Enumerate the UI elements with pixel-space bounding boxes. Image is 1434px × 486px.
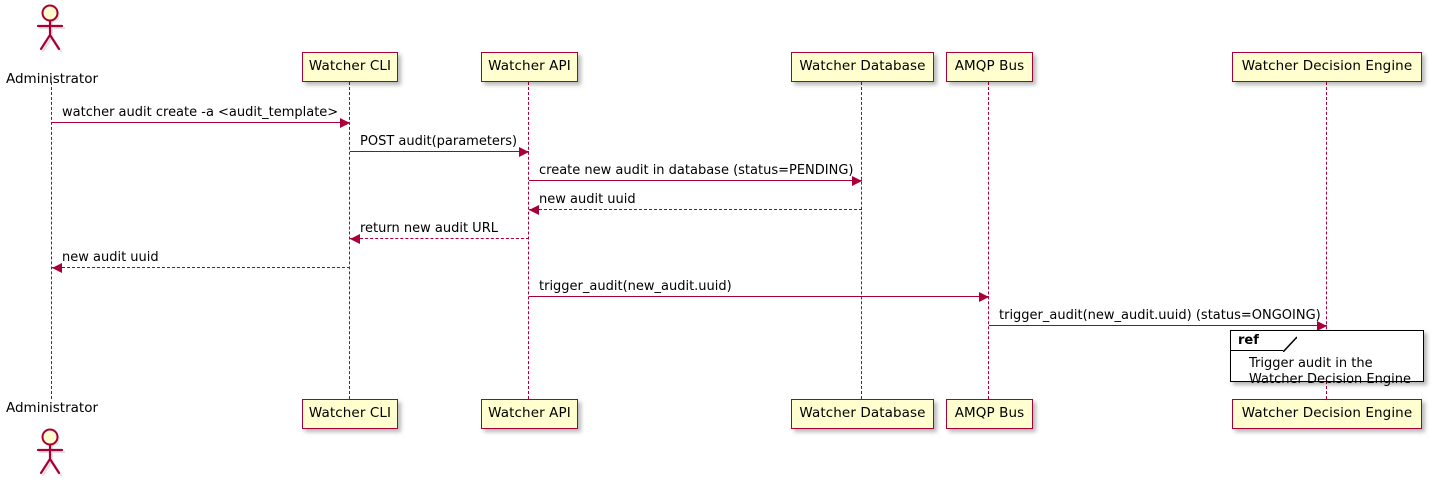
- message-arrowhead-1: [340, 117, 350, 128]
- participant-watcher-database-top[interactable]: Watcher Database: [791, 52, 934, 82]
- actor-administrator-bottom: [30, 428, 74, 477]
- ref-fragment-tab-corner: [1282, 331, 1298, 353]
- message-label-3: create new audit in database (status=PEN…: [539, 163, 854, 178]
- participant-watcher-api-bottom[interactable]: Watcher API: [481, 399, 578, 429]
- participant-label: Watcher Database: [799, 58, 926, 75]
- lifeline-watcher-api: [528, 82, 530, 399]
- actor-administrator: [30, 4, 74, 53]
- participant-watcher-decision-engine-top[interactable]: Watcher Decision Engine: [1232, 52, 1422, 82]
- lifeline-watcher-cli: [349, 82, 351, 399]
- message-label-8: trigger_audit(new_audit.uuid) (status=ON…: [999, 308, 1321, 323]
- participant-label: AMQP Bus: [954, 58, 1025, 75]
- participant-label: Watcher Decision Engine: [1241, 405, 1413, 422]
- message-line-1: [52, 122, 350, 123]
- participant-label: Watcher Database: [799, 405, 926, 422]
- participant-watcher-api-top[interactable]: Watcher API: [481, 52, 578, 82]
- participant-watcher-database-bottom[interactable]: Watcher Database: [791, 399, 934, 429]
- lifeline-watcher-decision-engine: [1326, 82, 1328, 399]
- message-arrowhead-5: [350, 233, 360, 244]
- lifeline-watcher-database: [861, 82, 863, 399]
- participant-label: Watcher CLI: [308, 405, 392, 422]
- actor-label-administrator-bottom: Administrator: [5, 400, 99, 416]
- message-label-7: trigger_audit(new_audit.uuid): [539, 279, 732, 294]
- message-label-5: return new audit URL: [360, 221, 498, 236]
- participant-amqp-bus-top[interactable]: AMQP Bus: [946, 52, 1033, 82]
- participant-watcher-cli-top[interactable]: Watcher CLI: [302, 52, 398, 82]
- message-arrowhead-7: [979, 291, 989, 302]
- participant-label: Watcher API: [488, 58, 571, 75]
- lifeline-amqp-bus: [988, 82, 990, 399]
- message-label-2: POST audit(parameters): [360, 134, 518, 149]
- lifeline-administrator: [51, 82, 53, 399]
- message-label-6: new audit uuid: [62, 250, 159, 265]
- message-arrowhead-8: [1317, 320, 1327, 331]
- message-line-2: [350, 151, 529, 152]
- actor-label-administrator-top: Administrator: [5, 71, 99, 87]
- ref-fragment-body: Trigger audit in the Watcher Decision En…: [1249, 356, 1411, 387]
- message-line-5: [350, 238, 529, 239]
- participant-watcher-cli-bottom[interactable]: Watcher CLI: [302, 399, 398, 429]
- message-label-1: watcher audit create -a <audit_template>: [62, 105, 339, 120]
- message-arrowhead-3: [852, 175, 862, 186]
- participant-label: Watcher API: [488, 405, 571, 422]
- message-line-8: [989, 325, 1327, 326]
- message-line-4: [529, 209, 862, 210]
- message-line-6: [52, 267, 350, 268]
- message-line-3: [529, 180, 862, 181]
- participant-label: Watcher CLI: [308, 58, 392, 75]
- message-line-7: [529, 296, 989, 297]
- participant-label: AMQP Bus: [954, 405, 1025, 422]
- participant-label: Watcher Decision Engine: [1241, 58, 1413, 75]
- participant-amqp-bus-bottom[interactable]: AMQP Bus: [946, 399, 1033, 429]
- message-arrowhead-6: [52, 262, 62, 273]
- message-arrowhead-4: [529, 204, 539, 215]
- participant-watcher-decision-engine-bottom[interactable]: Watcher Decision Engine: [1232, 399, 1422, 429]
- message-label-4: new audit uuid: [539, 192, 636, 207]
- message-arrowhead-2: [519, 146, 529, 157]
